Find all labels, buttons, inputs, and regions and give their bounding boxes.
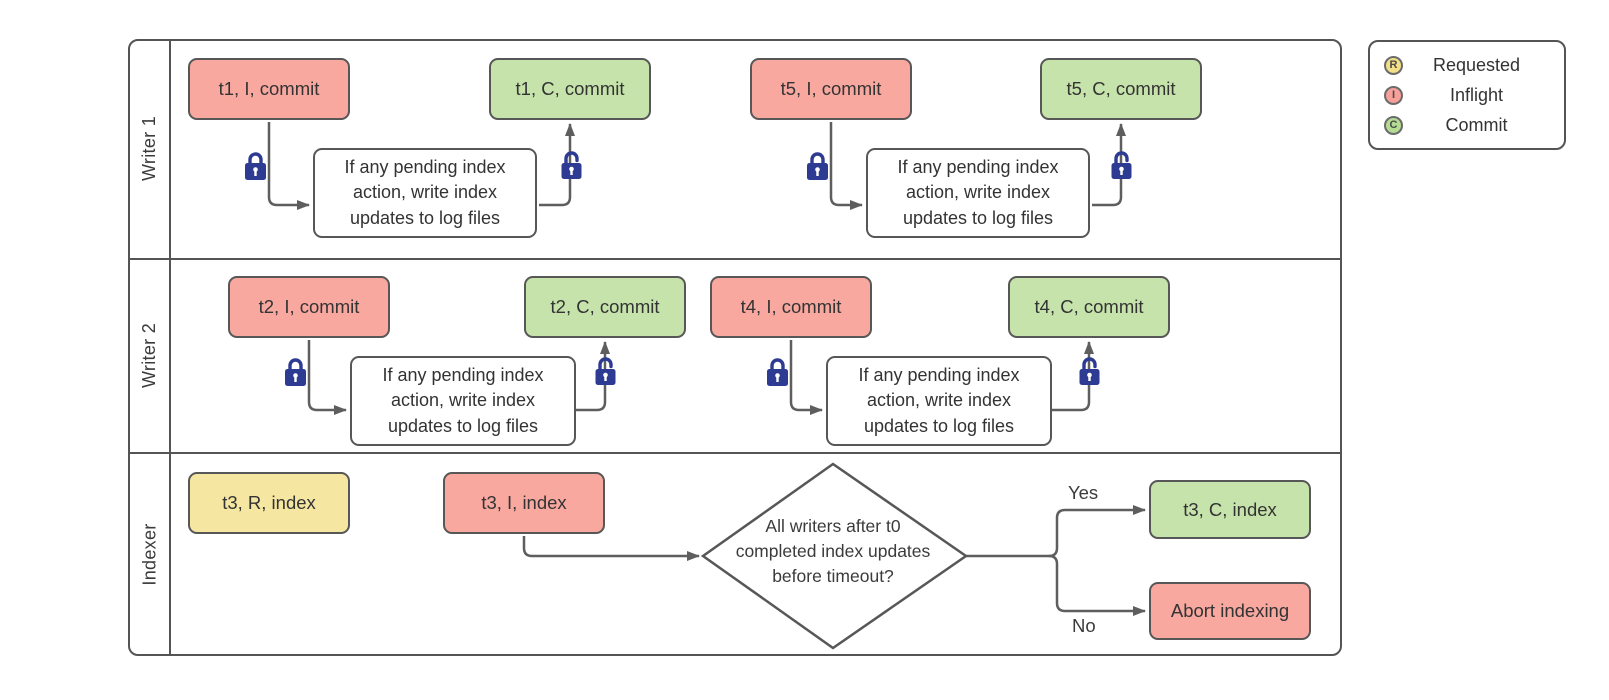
- lock-open-icon: [1079, 357, 1100, 385]
- connector-process-to-t2-commit: [576, 341, 610, 412]
- lock-closed-icon: [245, 152, 266, 180]
- connector-yes-branch: [1048, 505, 1146, 558]
- legend-label: Inflight: [1449, 84, 1504, 105]
- node-t1-process: If any pending index action, write index…: [313, 148, 537, 238]
- node-t2-process: If any pending index action, write index…: [350, 356, 576, 446]
- legend-label: Requested: [1432, 54, 1521, 75]
- node-t5-inflight: t5, I, commit: [750, 58, 912, 120]
- legend-row-commit: C Commit: [1384, 112, 1550, 138]
- connector-t2-inflight-to-process: [307, 340, 347, 415]
- connector-process-to-t5-commit: [1092, 123, 1126, 207]
- connector-process-to-t1-commit: [539, 123, 575, 207]
- legend-row-inflight: I Inflight: [1384, 82, 1550, 108]
- node-t5-commit: t5, C, commit: [1040, 58, 1202, 120]
- node-t2-commit: t2, C, commit: [524, 276, 686, 338]
- node-t1-inflight: t1, I, commit: [188, 58, 350, 120]
- node-t1-commit: t1, C, commit: [489, 58, 651, 120]
- inflight-state-icon: I: [1384, 85, 1403, 105]
- commit-state-icon: C: [1384, 115, 1403, 135]
- decision-diamond: [700, 462, 969, 650]
- legend-label: Commit: [1445, 114, 1508, 135]
- no-branch-label: No: [1072, 615, 1096, 636]
- lane-divider-2: [128, 452, 1342, 454]
- node-t2-inflight: t2, I, commit: [228, 276, 390, 338]
- lock-closed-icon: [767, 358, 788, 386]
- node-t4-inflight: t4, I, commit: [710, 276, 872, 338]
- connector-t1-inflight-to-process: [267, 122, 310, 210]
- legend-row-requested: R Requested: [1384, 52, 1550, 78]
- legend: R Requested I Inflight C Commit: [1368, 40, 1566, 150]
- lock-closed-icon: [807, 152, 828, 180]
- connector-t4-inflight-to-process: [789, 340, 823, 415]
- lane-label-column-divider: [169, 39, 171, 656]
- requested-state-icon: R: [1384, 55, 1403, 75]
- node-t3-requested: t3, R, index: [188, 472, 350, 534]
- connector-process-to-t4-commit: [1052, 341, 1094, 412]
- connector-t5-inflight-to-process: [829, 122, 863, 210]
- connector-t3-inflight-to-decision: [522, 536, 700, 561]
- node-t4-process: If any pending index action, write index…: [826, 356, 1052, 446]
- node-t4-commit: t4, C, commit: [1008, 276, 1170, 338]
- connector-no-branch: [1048, 554, 1146, 616]
- node-abort-indexing: Abort indexing: [1149, 582, 1311, 640]
- lane-divider-1: [128, 258, 1342, 260]
- node-t5-process: If any pending index action, write index…: [866, 148, 1090, 238]
- lock-open-icon: [561, 151, 582, 179]
- lock-open-icon: [595, 357, 616, 385]
- decision-text: All writers after t0 completed index upd…: [735, 516, 931, 586]
- lock-closed-icon: [285, 358, 306, 386]
- node-t3-commit: t3, C, index: [1149, 480, 1311, 539]
- node-t3-inflight: t3, I, index: [443, 472, 605, 534]
- yes-branch-label: Yes: [1068, 482, 1099, 503]
- lock-open-icon: [1111, 151, 1132, 179]
